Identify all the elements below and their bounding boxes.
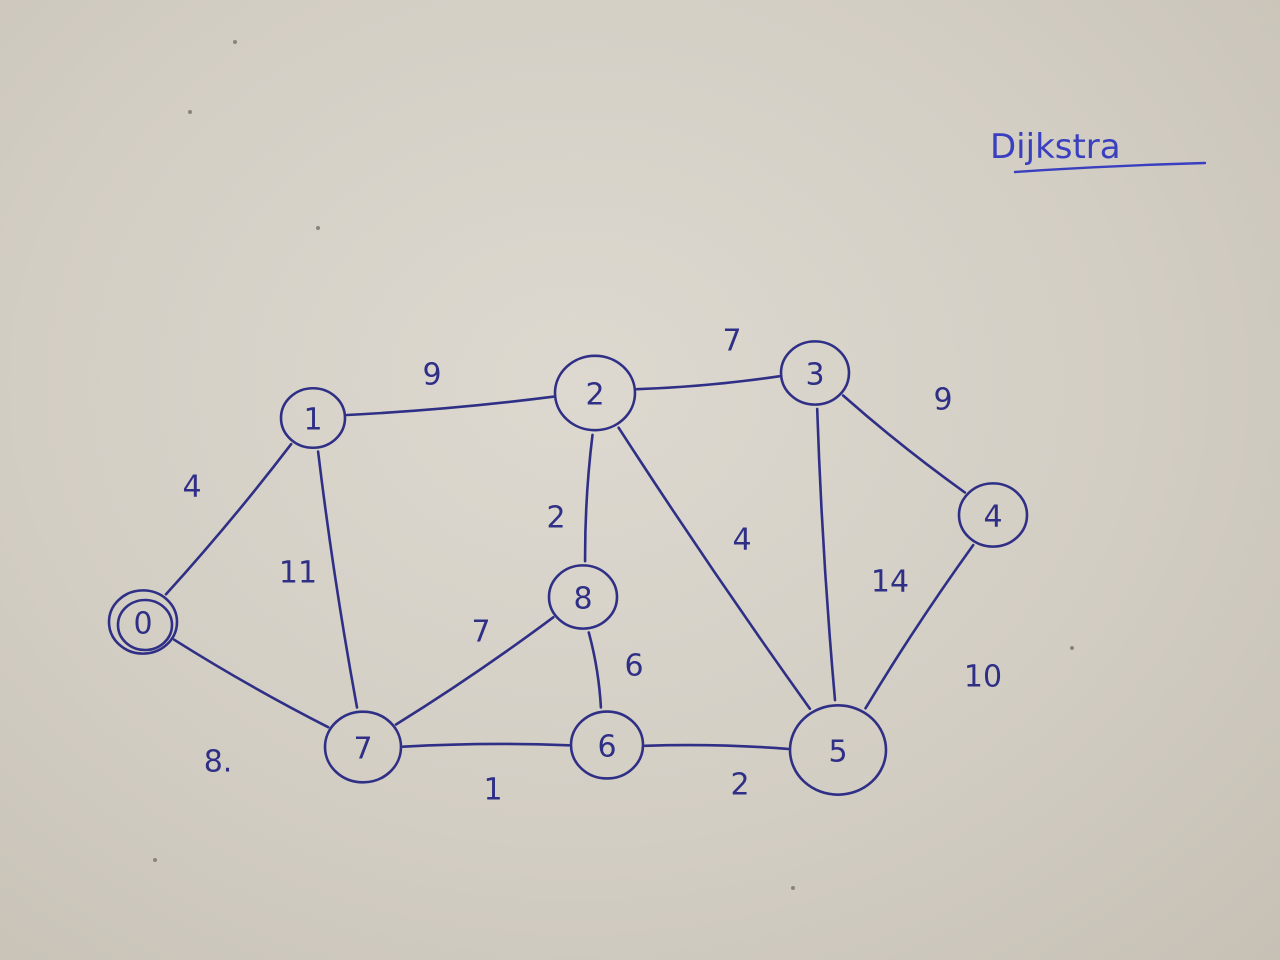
node-4-label: 4 <box>983 500 1002 535</box>
edge-3-4 <box>841 394 967 494</box>
edge-weight-2-5: 4 <box>732 523 751 558</box>
node-2: 2 <box>553 354 637 432</box>
node-6: 6 <box>569 710 645 780</box>
edge-2-3 <box>635 375 781 391</box>
paper-speck <box>153 858 157 862</box>
edge-weight-6-7: 1 <box>483 773 502 808</box>
node-4-circle <box>957 482 1029 548</box>
node-6-circle <box>569 710 645 780</box>
edge-weight-1-7: 11 <box>279 556 317 591</box>
node-3-circle <box>779 340 851 406</box>
edge-5-6 <box>643 743 790 751</box>
edge-weight-3-4: 9 <box>933 383 952 418</box>
paper-speck <box>1070 646 1074 650</box>
paper-speck <box>316 226 320 230</box>
node-1: 1 <box>279 386 347 450</box>
edge-weight-0-7: 8. <box>204 745 233 780</box>
node-8-circle <box>547 564 619 630</box>
edge-weight-2-3: 7 <box>722 324 741 359</box>
edge-0-1 <box>164 442 293 596</box>
node-4: 4 <box>957 482 1029 548</box>
edge-2-5 <box>617 426 812 710</box>
edge-weight-1-2: 9 <box>422 358 441 393</box>
paper-specks <box>153 40 1074 890</box>
node-3-label: 3 <box>805 358 824 393</box>
node-7: 7 <box>323 710 403 784</box>
edge-4-5 <box>864 543 975 710</box>
paper-speck <box>791 886 795 890</box>
node-5-label: 5 <box>828 735 847 770</box>
node-6-label: 6 <box>597 730 616 765</box>
edge-7-8 <box>394 616 555 726</box>
edge-weight-7-8: 7 <box>471 615 490 650</box>
node-0: 0 <box>107 589 179 655</box>
paper-speck <box>188 110 192 114</box>
edge-2-8 <box>583 433 594 563</box>
edge-1-2 <box>345 395 555 417</box>
node-7-label: 7 <box>353 732 372 767</box>
node-2-circle <box>553 354 637 432</box>
paper-speck <box>233 40 237 44</box>
node-0-label: 0 <box>133 607 152 642</box>
node-5-circle <box>788 704 888 796</box>
node-5: 5 <box>788 704 888 796</box>
edge-1-7 <box>316 450 359 709</box>
nodes: 0 1 2 3 4 5 6 7 8 <box>107 340 1029 796</box>
edge-weight-5-6: 2 <box>730 768 749 803</box>
node-0-circle <box>107 589 179 655</box>
edge-weight-4-5: 10 <box>964 660 1002 695</box>
node-1-label: 1 <box>303 403 322 438</box>
edge-6-8 <box>587 631 603 709</box>
edge-weight-0-1: 4 <box>182 470 201 505</box>
node-7-circle <box>323 710 403 784</box>
edge-weight-6-8: 6 <box>624 649 643 684</box>
node-1-circle <box>279 386 347 450</box>
edge-6-7 <box>401 742 571 748</box>
edge-3-5 <box>815 407 837 702</box>
edge-weight-3-5: 14 <box>871 565 909 600</box>
node-8-label: 8 <box>573 582 592 617</box>
title-underline <box>1013 161 1207 174</box>
title-text: Dijkstra <box>990 127 1121 167</box>
node-3: 3 <box>779 340 851 406</box>
edge-0-7 <box>173 638 330 729</box>
edge-weight-2-8: 2 <box>546 501 565 536</box>
node-0-inner-ring <box>116 598 174 652</box>
node-8: 8 <box>547 564 619 630</box>
title: Dijkstra <box>990 127 1207 174</box>
node-2-label: 2 <box>585 378 604 413</box>
